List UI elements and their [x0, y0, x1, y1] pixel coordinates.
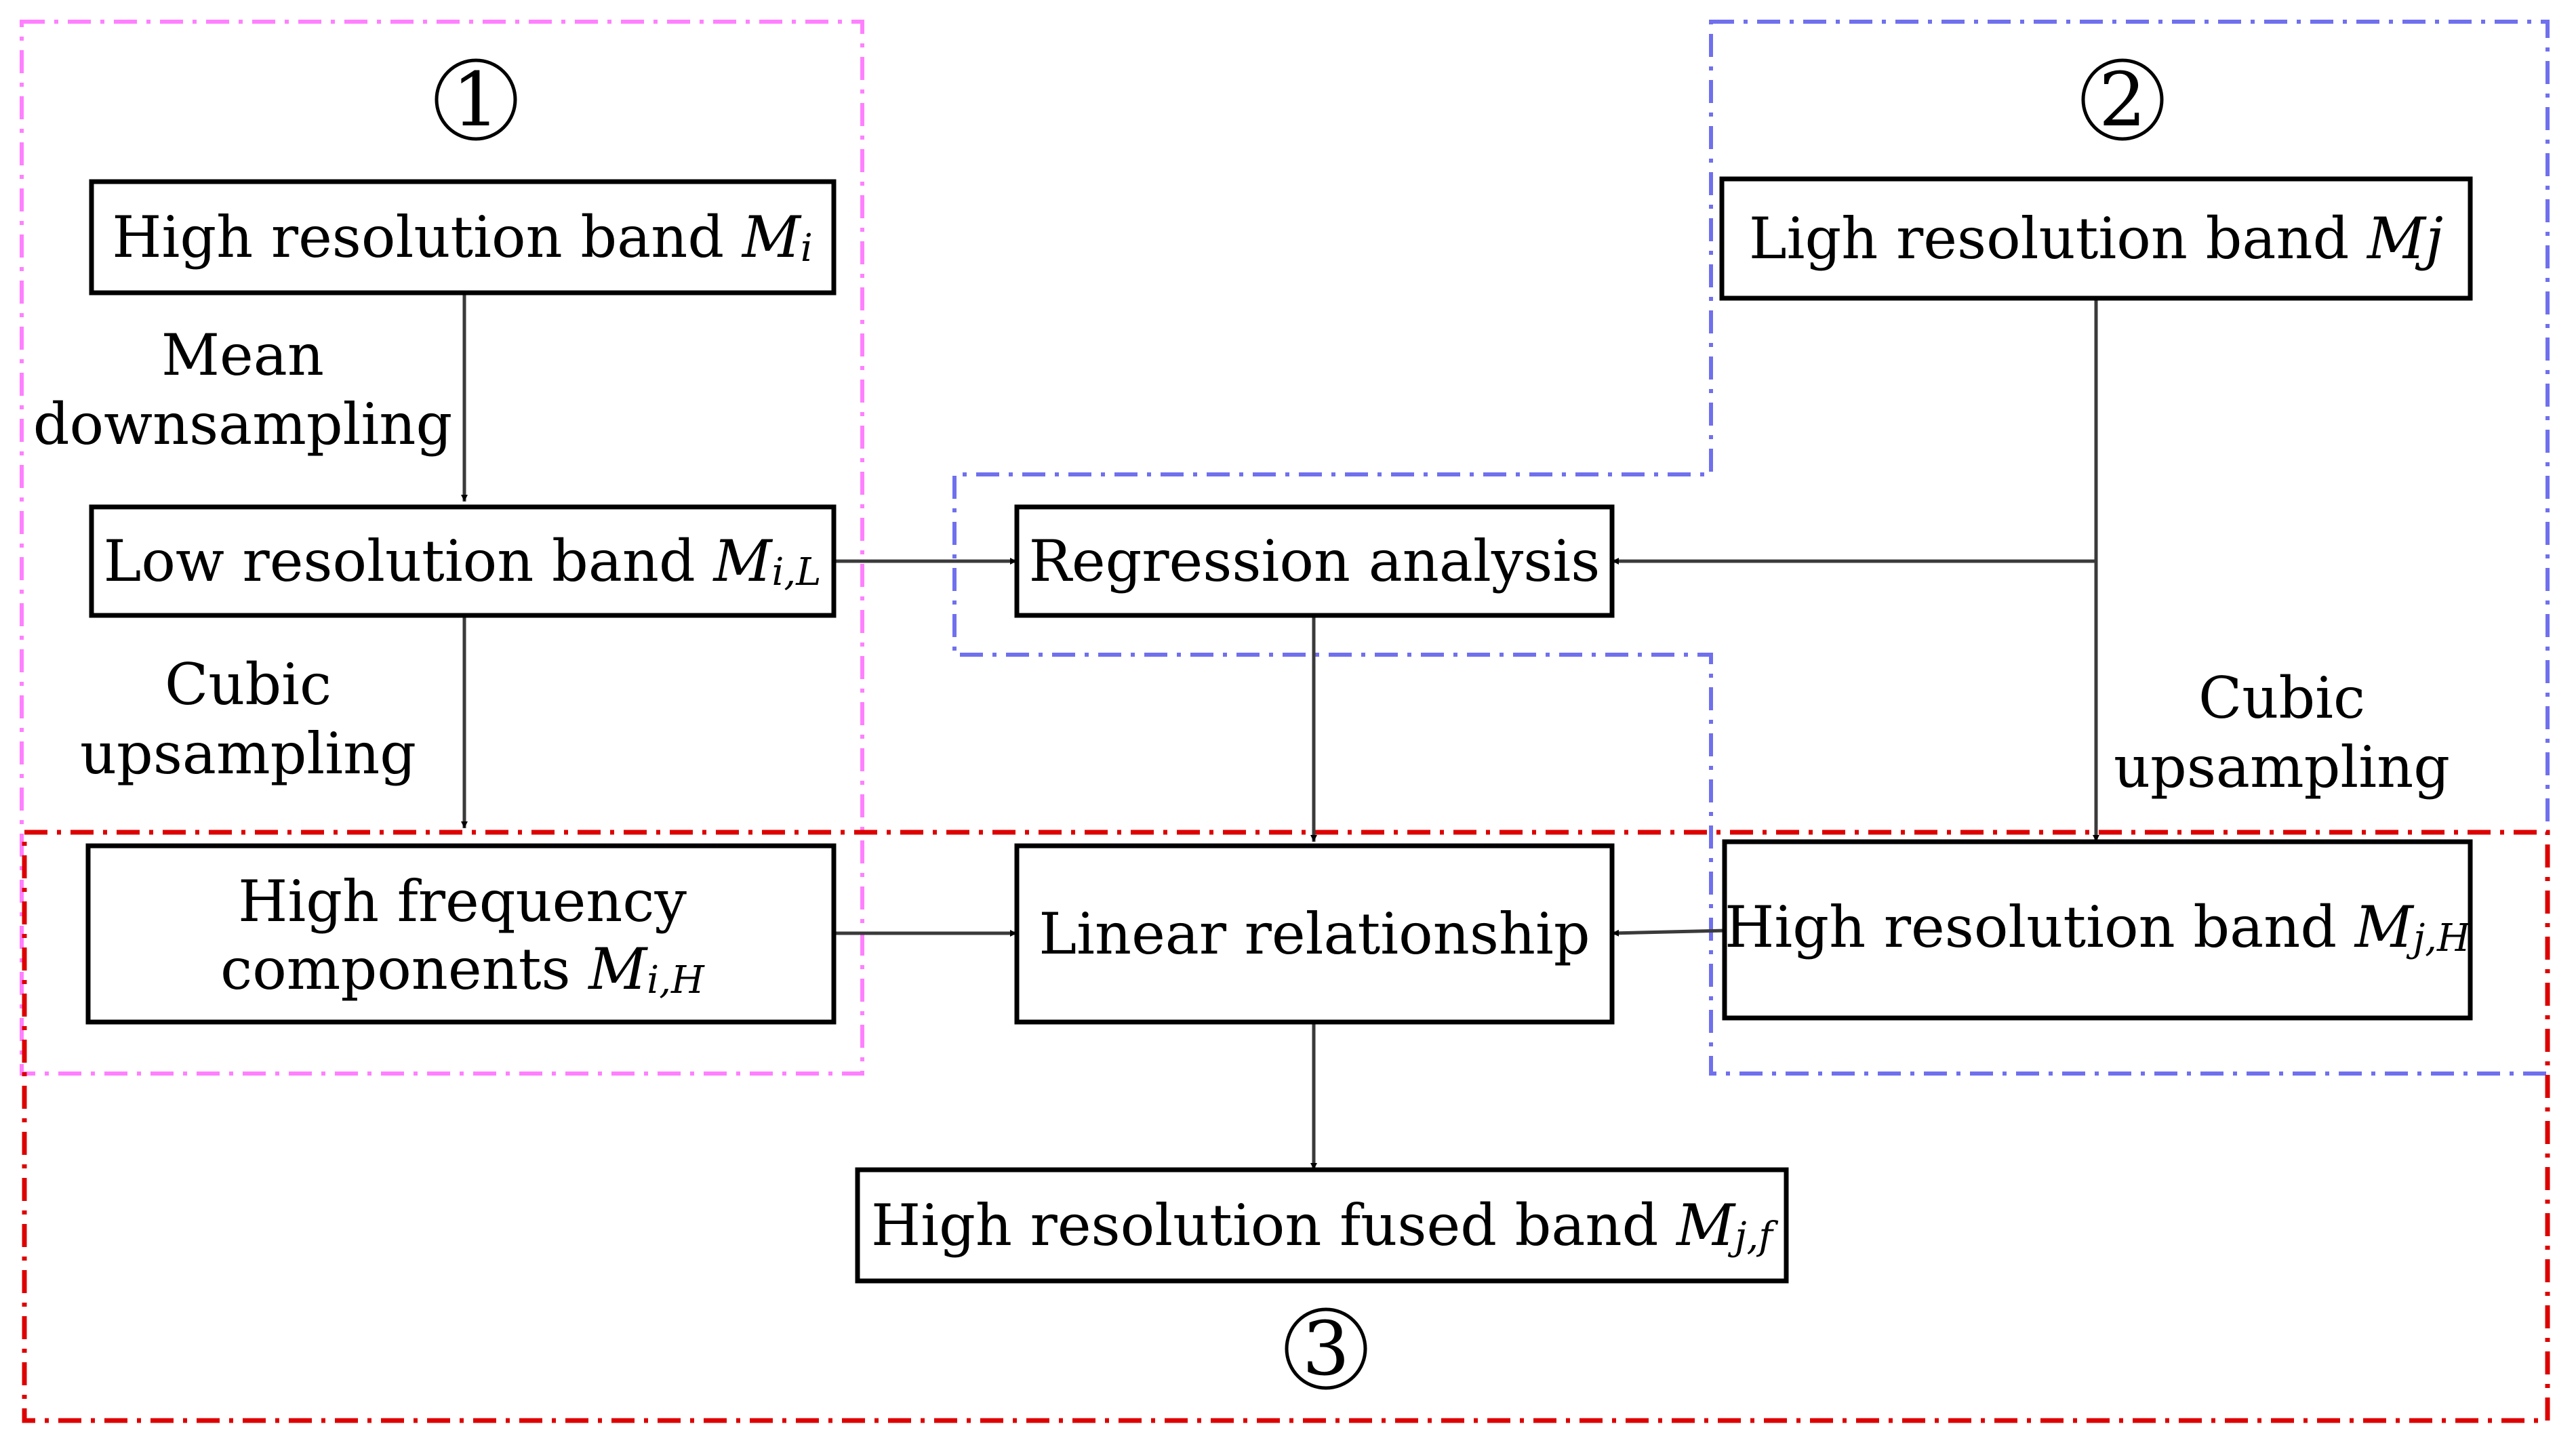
- svg-text:components Mi,H: components Mi,H: [220, 936, 705, 1002]
- region-1-number: 1: [435, 56, 517, 143]
- svg-text:Linear relationship: Linear relationship: [1039, 901, 1590, 967]
- svg-text:upsampling: upsampling: [80, 720, 416, 787]
- region-1-outline: [20, 20, 864, 1076]
- label-cubic-upsampling-left: Cubic upsampling: [80, 651, 416, 787]
- region-2-number: 2: [2081, 56, 2164, 143]
- svg-text:2: 2: [2099, 56, 2146, 143]
- svg-text:Ligh resolution band Mj: Ligh resolution band Mj: [1749, 205, 2443, 272]
- region-2-outline: [952, 20, 2550, 1076]
- svg-text:High frequency: High frequency: [238, 868, 687, 935]
- svg-text:Low resolution band Mi,L: Low resolution band Mi,L: [104, 528, 822, 594]
- svg-text:1: 1: [452, 56, 500, 143]
- svg-text:upsampling: upsampling: [2114, 734, 2450, 800]
- svg-text:Mean: Mean: [161, 322, 324, 388]
- node-high-freq-components: High frequency components Mi,H: [85, 843, 837, 1025]
- node-high-res-fused-band: High resolution fused band Mj,f: [855, 1167, 1789, 1284]
- region-3-number: 3: [1285, 1305, 1367, 1392]
- region-3-outline: [22, 830, 2550, 1423]
- node-high-res-band-mi: High resolution band Mi: [89, 179, 837, 295]
- svg-text:Regression analysis: Regression analysis: [1029, 528, 1601, 594]
- svg-text:downsampling: downsampling: [33, 391, 453, 457]
- node-ligh-res-band-mj: Ligh resolution band Mj: [1719, 176, 2473, 301]
- svg-text:Cubic: Cubic: [2198, 665, 2365, 731]
- node-low-res-band-mil: Low resolution band Mi,L: [89, 504, 837, 618]
- node-linear-relationship: Linear relationship: [1014, 843, 1615, 1025]
- node-regression-analysis: Regression analysis: [1014, 504, 1615, 618]
- svg-text:High resolution band Mi: High resolution band Mi: [112, 204, 813, 270]
- svg-text:3: 3: [1302, 1305, 1350, 1392]
- svg-text:High resolution band Mj,H: High resolution band Mj,H: [1725, 894, 2471, 960]
- svg-text:Cubic: Cubic: [165, 651, 331, 718]
- node-high-res-band-mjh: High resolution band Mj,H: [1722, 839, 2473, 1021]
- label-cubic-upsampling-right: Cubic upsampling: [2114, 665, 2450, 800]
- svg-text:High resolution fused band Mj,: High resolution fused band Mj,f: [871, 1192, 1779, 1259]
- label-mean-downsampling: Mean downsampling: [33, 322, 453, 457]
- edge-mjh-to-linear: [1611, 928, 1725, 937]
